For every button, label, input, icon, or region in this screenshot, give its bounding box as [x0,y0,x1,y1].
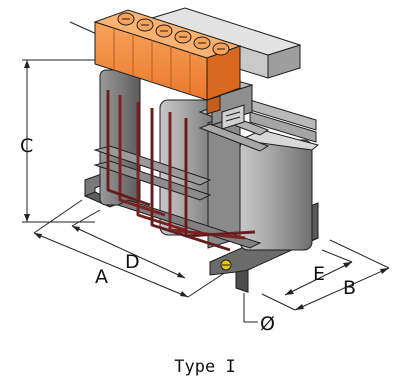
dim-label-e: E [313,263,325,285]
terminal-block [93,9,242,115]
dim-label-a: A [95,266,108,288]
dimension-arrows [24,60,389,310]
dimension-lines [22,21,390,323]
dim-label-diameter: Ø [260,313,275,335]
dim-label-d: D [125,251,140,273]
dim-label-b: B [343,277,356,299]
terminal-dividers [113,28,191,94]
figure-caption: Type I [174,357,236,377]
wire-outlines [107,90,256,251]
dim-label-c: C [20,135,33,157]
terminal-screws [117,12,230,56]
